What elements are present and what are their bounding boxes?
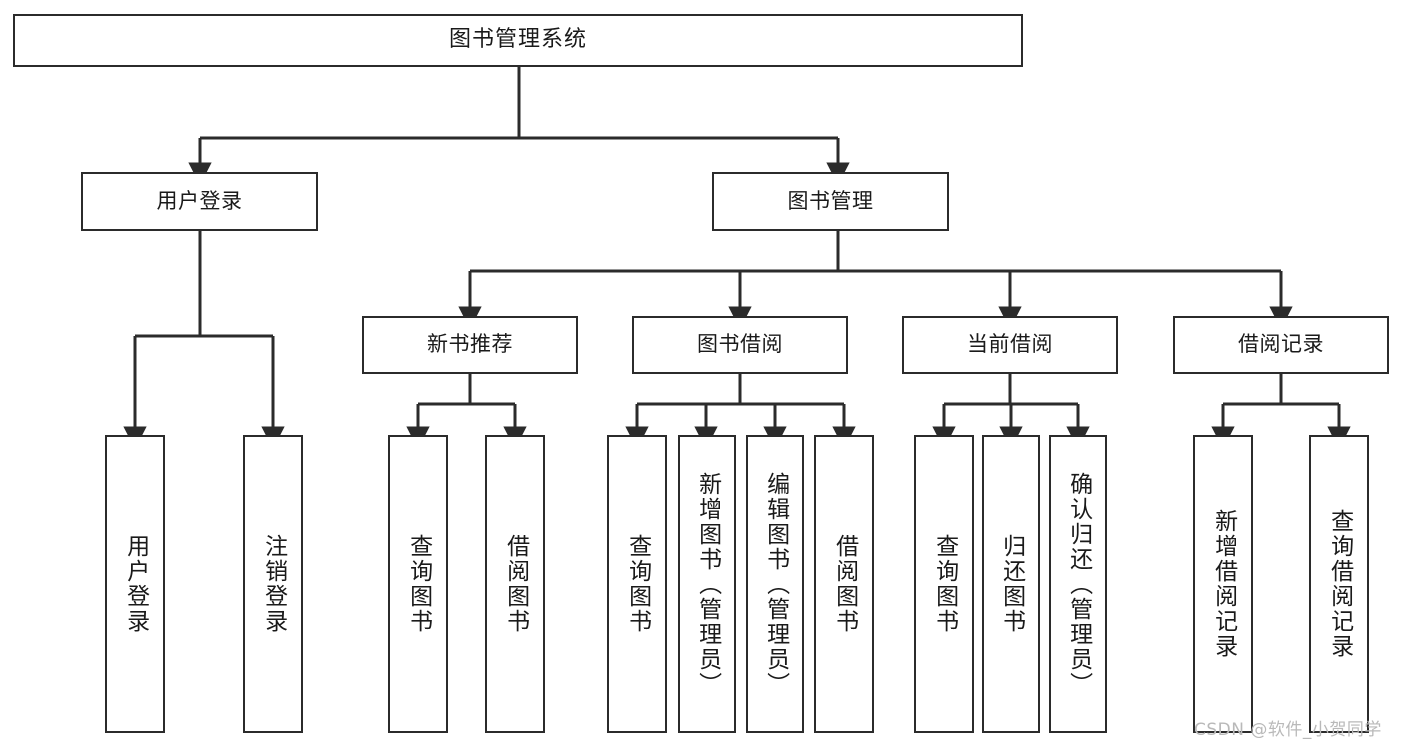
watermark: CSDN @软件_小贺同学	[1194, 720, 1382, 740]
leaf-query-book-3-label: 查询图书	[931, 534, 958, 634]
node-current-borrow[interactable]: 当前借阅	[902, 316, 1118, 374]
leaf-borrow-book-1[interactable]: 借阅图书	[485, 435, 545, 733]
node-root-label: 图书管理系统	[448, 27, 587, 53]
node-book-manage[interactable]: 图书管理	[712, 172, 949, 231]
leaf-query-book-1-label: 查询图书	[405, 534, 432, 634]
leaf-user-login-label: 用户登录	[122, 534, 149, 634]
leaf-return-book[interactable]: 归还图书	[982, 435, 1040, 733]
leaf-query-book-2-label: 查询图书	[624, 534, 651, 634]
node-current-borrow-label: 当前借阅	[967, 332, 1053, 357]
leaf-edit-book-label: 编辑图书（管理员）	[762, 471, 789, 697]
leaf-query-book-1[interactable]: 查询图书	[388, 435, 448, 733]
leaf-confirm-return-label: 确认归还（管理员）	[1065, 471, 1092, 697]
leaf-add-book-label: 新增图书（管理员）	[694, 471, 721, 697]
node-user-login-label: 用户登录	[156, 188, 243, 213]
node-book-manage-label: 图书管理	[787, 188, 874, 213]
leaf-query-book-2[interactable]: 查询图书	[607, 435, 667, 733]
leaf-edit-book[interactable]: 编辑图书（管理员）	[746, 435, 804, 733]
leaf-add-borrow-record-label: 新增借阅记录	[1210, 509, 1237, 659]
leaf-logout-label: 注销登录	[260, 534, 287, 634]
leaf-user-login[interactable]: 用户登录	[105, 435, 165, 733]
node-new-book-recommend-label: 新书推荐	[427, 332, 513, 357]
leaf-borrow-book-2-label: 借阅图书	[831, 534, 858, 634]
leaf-query-book-3[interactable]: 查询图书	[914, 435, 974, 733]
node-root[interactable]: 图书管理系统	[13, 14, 1023, 67]
leaf-add-borrow-record[interactable]: 新增借阅记录	[1193, 435, 1253, 733]
node-new-book-recommend[interactable]: 新书推荐	[362, 316, 578, 374]
leaf-borrow-book-1-label: 借阅图书	[502, 534, 529, 634]
leaf-logout[interactable]: 注销登录	[243, 435, 303, 733]
node-user-login[interactable]: 用户登录	[81, 172, 318, 231]
leaf-confirm-return[interactable]: 确认归还（管理员）	[1049, 435, 1107, 733]
node-borrow-record[interactable]: 借阅记录	[1173, 316, 1389, 374]
leaf-query-borrow-record[interactable]: 查询借阅记录	[1309, 435, 1369, 733]
leaf-return-book-label: 归还图书	[998, 534, 1025, 634]
leaf-borrow-book-2[interactable]: 借阅图书	[814, 435, 874, 733]
node-borrow-record-label: 借阅记录	[1238, 332, 1324, 357]
leaf-query-borrow-record-label: 查询借阅记录	[1326, 509, 1353, 659]
node-book-borrow-label: 图书借阅	[697, 332, 783, 357]
node-book-borrow[interactable]: 图书借阅	[632, 316, 848, 374]
leaf-add-book[interactable]: 新增图书（管理员）	[678, 435, 736, 733]
